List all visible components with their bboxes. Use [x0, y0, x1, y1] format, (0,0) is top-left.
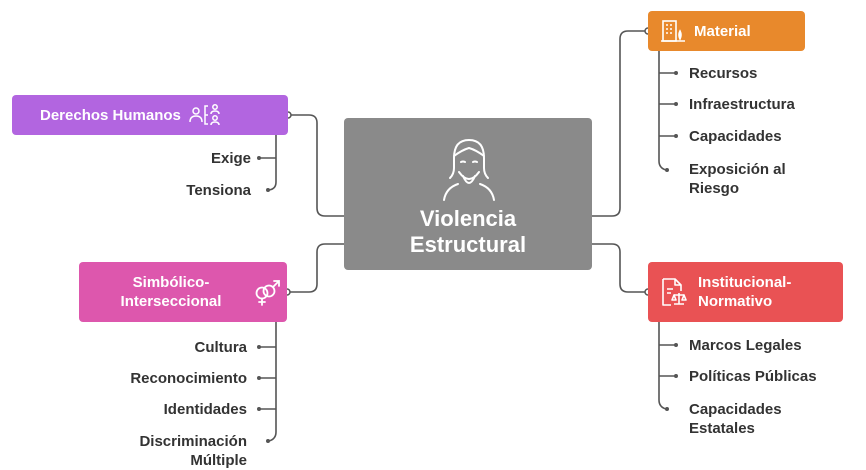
derechos-item-tensiona: Tensiona — [186, 182, 251, 199]
derechos-leaf-trunk — [268, 135, 277, 191]
woman-face-icon — [443, 139, 495, 201]
connector-material — [592, 30, 648, 217]
branch-institucional-label: Institucional- Normativo — [698, 274, 792, 310]
center-node[interactable]: Violencia Estructural — [344, 118, 592, 270]
branch-material-label: Material — [694, 22, 751, 40]
gender-symbols-icon — [255, 280, 280, 306]
connector-derechos — [288, 114, 344, 217]
legal-document-icon — [662, 278, 687, 306]
connector-simbolico — [287, 243, 344, 293]
center-title: Violencia Estructural — [409, 206, 527, 257]
institucional-leaf-trunk — [658, 322, 667, 410]
material-leaf-trunk — [658, 51, 667, 171]
material-item-infraestructura: Infraestructura — [689, 96, 795, 113]
branch-derechos-humanos[interactable]: Derechos Humanos — [12, 95, 288, 135]
people-network-icon — [189, 104, 220, 126]
branch-institucional[interactable]: Institucional- Normativo — [648, 262, 843, 322]
institucional-item-marcos: Marcos Legales — [689, 337, 802, 354]
branch-material[interactable]: Material — [648, 11, 805, 51]
institucional-item-capacidades-estatales: Capacidades Estatales — [689, 401, 782, 437]
simbolico-item-discriminacion: Discriminación Múltiple — [139, 433, 247, 469]
branch-simbolico-label: Simbólico- Interseccional — [120, 274, 222, 310]
institucional-item-politicas: Políticas Públicas — [689, 368, 817, 385]
building-icon — [661, 20, 685, 42]
material-item-capacidades: Capacidades — [689, 128, 782, 145]
simbolico-item-identidades: Identidades — [163, 401, 247, 418]
branch-simbolico[interactable]: Simbólico- Interseccional — [79, 262, 287, 322]
derechos-item-exige: Exige — [210, 150, 251, 167]
connector-institucional — [592, 243, 648, 293]
branch-derechos-label: Derechos Humanos — [40, 106, 181, 124]
material-item-recursos: Recursos — [689, 65, 758, 82]
simbolico-item-reconocimiento: Reconocimiento — [130, 370, 247, 387]
simbolico-item-cultura: Cultura — [194, 339, 248, 356]
simbolico-leaf-trunk — [268, 322, 277, 442]
material-item-exposicion: Exposición al Riesgo — [689, 161, 786, 197]
